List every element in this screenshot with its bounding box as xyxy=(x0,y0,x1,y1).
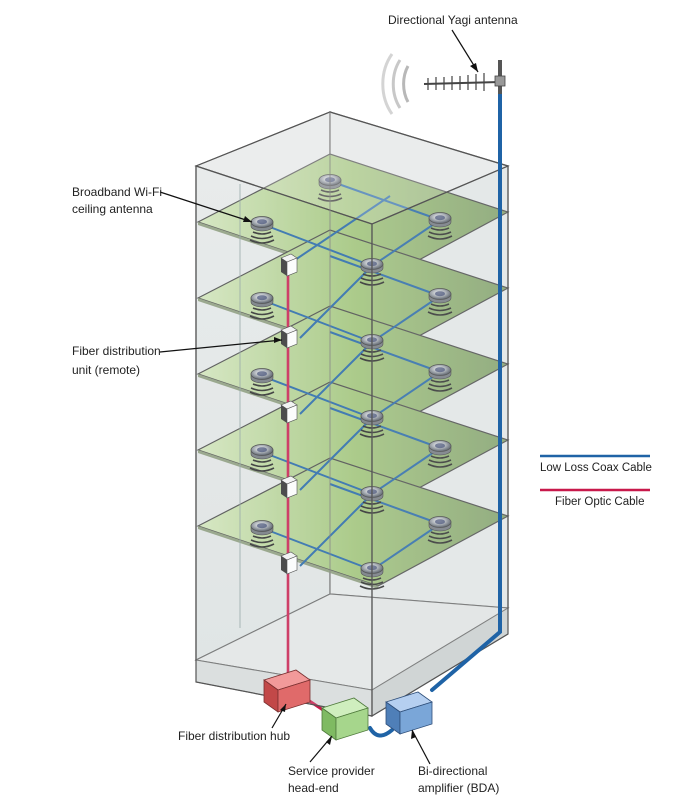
hub-label: Fiber distribution hub xyxy=(178,729,290,743)
wifi-antenna-label-line1: Broadband Wi-Fi xyxy=(72,185,162,199)
bda-label-line2: amplifier (BDA) xyxy=(418,781,499,795)
legend: Low Loss Coax Cable Fiber Optic Cable xyxy=(540,454,652,508)
bda-amplifier xyxy=(385,691,433,735)
building-front xyxy=(194,111,510,718)
bda-label-line1: Bi-directional xyxy=(418,764,487,778)
legend-coax-label: Low Loss Coax Cable xyxy=(540,462,652,474)
legend-fiber-label: Fiber Optic Cable xyxy=(555,496,644,508)
fdu-label-line2: unit (remote) xyxy=(72,363,140,377)
service-provider-head-end xyxy=(321,697,369,741)
wifi-antenna-label-line2: ceiling antenna xyxy=(72,202,153,216)
service-provider-label-line2: head-end xyxy=(288,781,339,795)
coax-riser xyxy=(368,86,502,738)
service-provider-label-line1: Service provider xyxy=(288,764,375,778)
yagi-antenna-label: Directional Yagi antenna xyxy=(388,13,518,27)
yagi-antenna-icon xyxy=(381,53,506,115)
coax-floor-network xyxy=(261,180,441,571)
fdu-label-line1: Fiber distribution xyxy=(72,344,161,358)
callout-arrowheads xyxy=(243,63,478,745)
